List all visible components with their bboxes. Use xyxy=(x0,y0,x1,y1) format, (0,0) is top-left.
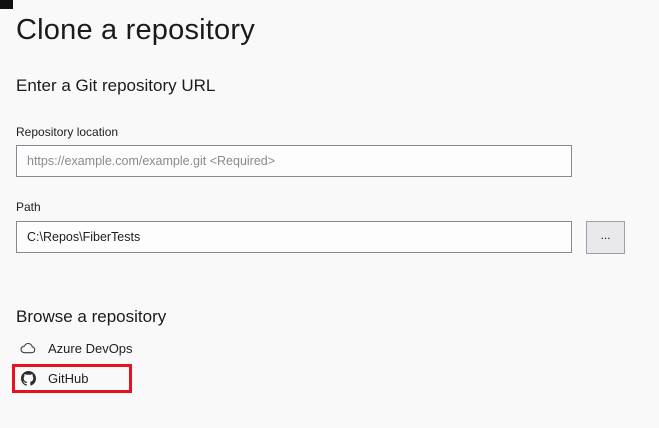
url-section-heading: Enter a Git repository URL xyxy=(16,76,216,95)
browse-item-github[interactable]: GitHub xyxy=(12,364,132,393)
repository-location-input[interactable] xyxy=(16,145,572,177)
browse-item-azure-devops[interactable]: Azure DevOps xyxy=(20,339,133,357)
browse-section-heading: Browse a repository xyxy=(16,307,167,326)
browse-item-label: GitHub xyxy=(48,371,89,386)
github-icon xyxy=(20,371,36,387)
page-title: Clone a repository xyxy=(16,14,255,46)
corner-mark xyxy=(0,0,13,9)
browse-path-button[interactable]: ... xyxy=(586,221,625,254)
azure-devops-cloud-icon xyxy=(20,340,36,356)
browse-item-label: Azure DevOps xyxy=(48,340,133,356)
repository-location-label: Repository location xyxy=(16,125,119,139)
path-label: Path xyxy=(16,200,41,214)
path-input[interactable] xyxy=(16,221,572,253)
